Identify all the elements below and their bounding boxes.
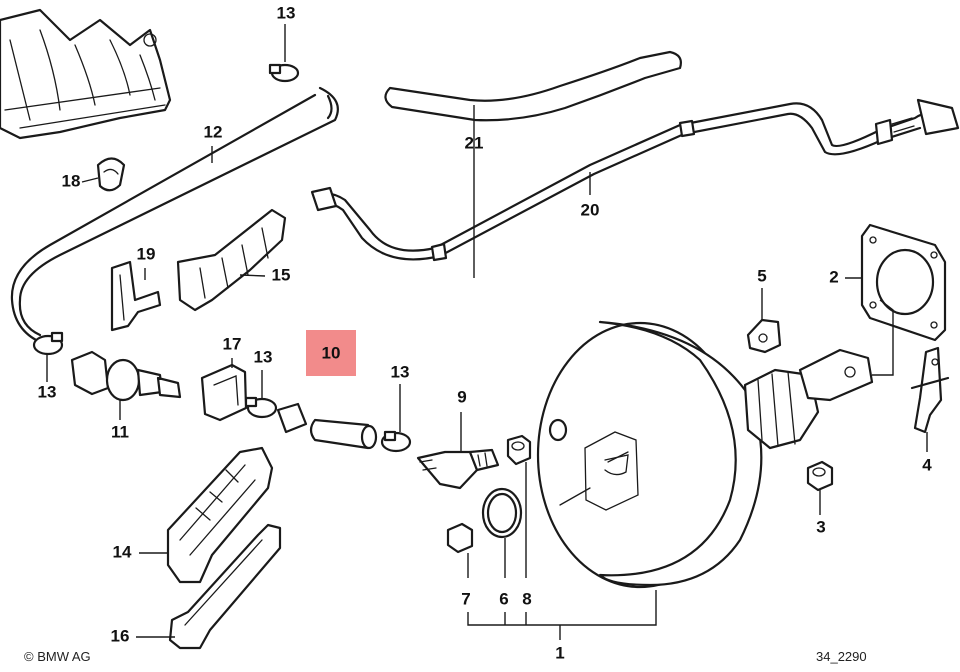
intake-manifold <box>0 8 172 140</box>
callout-19: 19 <box>137 244 156 263</box>
callout-labels: 13 12 18 19 15 17 13 13 11 10 13 9 14 16… <box>38 3 933 662</box>
callout-20: 20 <box>581 200 600 219</box>
part-12-vacuum-hose <box>10 86 339 344</box>
part-13-clamp-right <box>380 430 412 453</box>
part-16-bracket <box>168 523 282 650</box>
callout-13-left: 13 <box>38 382 57 401</box>
callout-10: 10 <box>322 343 341 362</box>
part-13-clamp-left <box>32 331 64 356</box>
part-7-nut <box>446 522 474 554</box>
highlight-box-part-10 <box>306 330 356 376</box>
part-18-clip <box>96 157 126 192</box>
callout-11: 11 <box>111 422 129 441</box>
callout-7: 7 <box>461 589 470 608</box>
callout-2: 2 <box>829 267 838 286</box>
copyright-text: © BMW AG <box>24 649 91 664</box>
callout-5: 5 <box>757 266 766 285</box>
diagram-code: 34_2290 <box>816 649 867 664</box>
callout-9: 9 <box>457 387 466 406</box>
callout-15: 15 <box>272 265 291 284</box>
callout-13-top: 13 <box>277 3 296 22</box>
callout-17: 17 <box>223 334 242 353</box>
part-9-fitting <box>416 448 500 490</box>
callout-12: 12 <box>204 122 223 141</box>
part-21-hose <box>384 50 682 122</box>
part-1-brake-booster <box>536 320 874 589</box>
part-4-pin <box>910 346 950 434</box>
part-17-grommet <box>200 363 248 422</box>
callout-3: 3 <box>816 517 825 536</box>
part-2-gasket-plate <box>860 223 947 342</box>
part-5-clip <box>746 318 782 354</box>
part-15-bracket <box>176 208 287 312</box>
callout-1: 1 <box>555 643 564 662</box>
part-14-bracket <box>166 446 274 584</box>
leader-lines <box>46 24 928 640</box>
part-13-clamp-middle <box>244 396 278 419</box>
part-20-tube <box>310 98 960 262</box>
callout-18: 18 <box>62 171 81 190</box>
callout-8: 8 <box>522 589 531 608</box>
callout-13-middle: 13 <box>254 347 273 366</box>
part-8-nut <box>506 434 532 466</box>
part-13-clamp-top <box>268 63 300 83</box>
part-3-nut <box>806 460 834 492</box>
part-19-bracket <box>110 260 162 332</box>
callout-16: 16 <box>111 626 130 645</box>
callout-6: 6 <box>499 589 508 608</box>
part-6-gasket <box>481 487 523 539</box>
part-11-check-valve <box>70 350 182 402</box>
callout-21: 21 <box>465 133 484 152</box>
callout-14: 14 <box>113 542 132 561</box>
part-10-hose <box>276 402 378 450</box>
callout-13-right: 13 <box>391 362 410 381</box>
callout-4: 4 <box>922 455 932 474</box>
